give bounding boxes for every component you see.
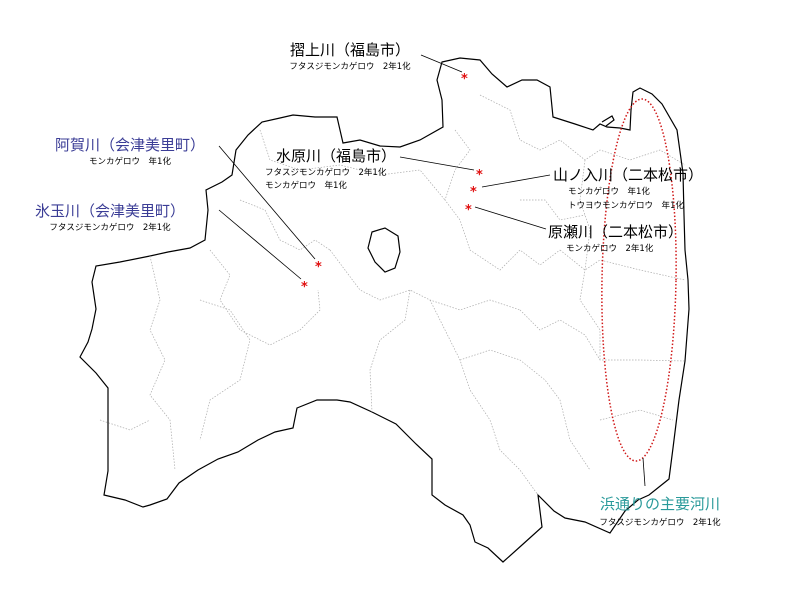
- sampling-markers: * * * * * *: [301, 72, 483, 295]
- label-title: 氷玉川（会津美里町）: [35, 202, 185, 220]
- label-aga: 阿賀川（会津美里町） モンカゲロウ 年1化: [55, 136, 205, 167]
- municipal-boundaries: [99, 94, 686, 496]
- hamadori-region-ellipse: [601, 98, 677, 462]
- label-yamanoiri: 山ノ入川（二本松市） モンカゲロウ 年1化 トウヨウモンカゲロウ 年1化: [553, 166, 703, 211]
- label-line: モンカゲロウ 年1化: [568, 186, 650, 197]
- prefecture-outline: [79, 57, 690, 563]
- label-harase: 原瀬川（二本松市） モンカゲロウ 2年1化: [548, 223, 683, 254]
- label-line: フタスジモンカゲロウ 2年1化: [289, 61, 411, 72]
- label-title: 阿賀川（会津美里町）: [55, 136, 205, 154]
- coastal-inlet: [601, 115, 615, 127]
- marker-harase[interactable]: *: [465, 203, 472, 218]
- label-surikami: 摺上川（福島市） フタスジモンカゲロウ 2年1化: [289, 41, 411, 72]
- marker-surikami[interactable]: *: [461, 72, 468, 87]
- marker-mizuhara[interactable]: *: [476, 168, 483, 183]
- label-line: フタスジモンカゲロウ 2年1化: [49, 222, 171, 233]
- marker-yamanoiri[interactable]: *: [470, 185, 477, 200]
- label-title: 山ノ入川（二本松市）: [553, 166, 703, 184]
- label-mizuhara: 水原川（福島市） フタスジモンカゲロウ 2年1化 モンカゲロウ 年1化: [265, 147, 396, 191]
- label-line: モンカゲロウ 2年1化: [566, 243, 654, 254]
- label-title: 水原川（福島市）: [276, 147, 396, 165]
- label-line: モンカゲロウ 年1化: [89, 156, 171, 167]
- label-hitama: 氷玉川（会津美里町） フタスジモンカゲロウ 2年1化: [35, 202, 185, 233]
- label-line: トウヨウモンカゲロウ 年1化: [568, 200, 684, 211]
- marker-hitama[interactable]: *: [301, 280, 308, 295]
- label-title: 原瀬川（二本松市）: [548, 223, 683, 241]
- label-line: フタスジモンカゲロウ 2年1化: [599, 517, 721, 528]
- label-line: モンカゲロウ 年1化: [265, 180, 347, 191]
- marker-aga[interactable]: *: [315, 260, 322, 275]
- lake-inawashiro: [367, 227, 401, 273]
- label-line: フタスジモンカゲロウ 2年1化: [265, 167, 387, 178]
- label-title: 浜通りの主要河川: [600, 495, 720, 513]
- label-hamadori: 浜通りの主要河川 フタスジモンカゲロウ 2年1化: [599, 495, 721, 528]
- leader-lines: [218, 54, 646, 487]
- label-title: 摺上川（福島市）: [290, 41, 410, 59]
